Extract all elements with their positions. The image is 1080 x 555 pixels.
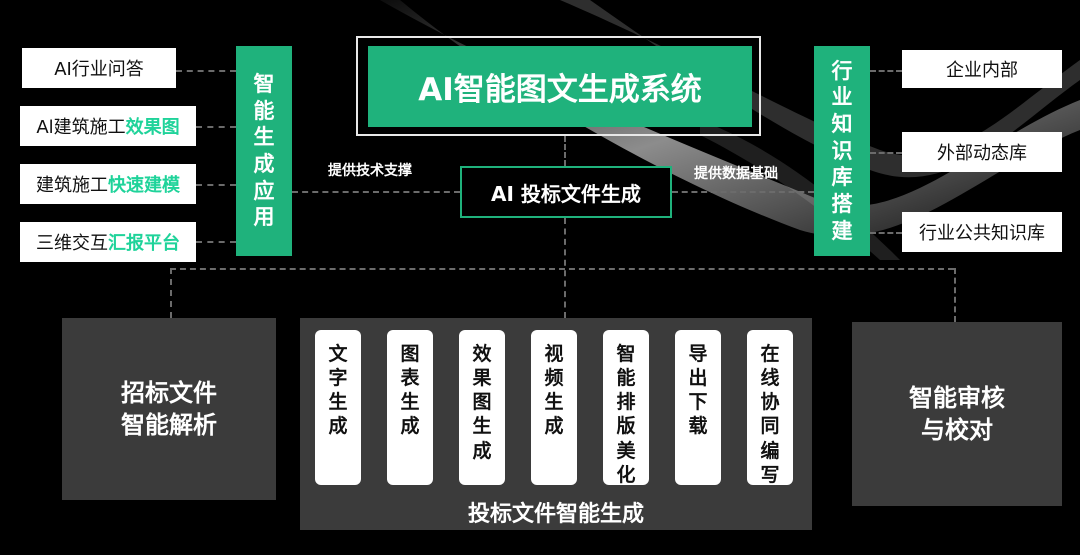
- connector-line: [870, 232, 902, 234]
- card-video-generation: 视频生成: [531, 330, 577, 485]
- card-chart-generation: 图表生成: [387, 330, 433, 485]
- card-text-generation: 文字生成: [315, 330, 361, 485]
- bid-generation-box: AI 投标文件生成: [460, 166, 672, 218]
- title-frame: [356, 36, 761, 136]
- left-item-rendering: Al建筑施工效果图: [20, 106, 196, 146]
- bid-document-parsing: 招标文件 智能解析: [62, 318, 276, 500]
- data-support-label: 提供数据基础: [694, 166, 778, 182]
- page-title: AI智能图文生成系统: [368, 46, 752, 127]
- connector-line: [170, 268, 172, 318]
- connector-line: [292, 191, 460, 193]
- card-export-download: 导出下载: [675, 330, 721, 485]
- left-item-ai-qa: AI行业问答: [22, 48, 176, 88]
- connector-line: [672, 191, 814, 193]
- right-bar-knowledge-base: 行业知识库搭建: [814, 46, 870, 256]
- tech-support-label: 提供技术支撑: [328, 163, 412, 179]
- smart-review: 智能审核 与校对: [852, 322, 1062, 506]
- connector-line: [176, 70, 236, 72]
- connector-line: [170, 268, 954, 270]
- right-item-external: 外部动态库: [902, 132, 1062, 172]
- panel-title: 投标文件智能生成: [467, 502, 644, 527]
- connector-line: [196, 241, 236, 243]
- left-bar-smart-application: 智能生成应用: [236, 46, 292, 256]
- connector-line: [196, 184, 236, 186]
- connector-line: [870, 152, 902, 154]
- connector-line: [196, 126, 236, 128]
- left-item-modeling: 建筑施工快速建模: [20, 164, 196, 204]
- connector-line: [564, 136, 566, 166]
- card-rendering-generation: 效果图生成: [459, 330, 505, 485]
- left-item-report-platform: 三维交互汇报平台: [20, 222, 196, 262]
- connector-line: [954, 268, 956, 322]
- right-item-enterprise: 企业内部: [902, 50, 1062, 88]
- connector-line: [870, 70, 902, 72]
- card-online-collaboration: 在线协同编写: [747, 330, 793, 486]
- right-item-public: 行业公共知识库: [902, 212, 1062, 252]
- card-smart-layout: 智能排版美化: [603, 330, 649, 486]
